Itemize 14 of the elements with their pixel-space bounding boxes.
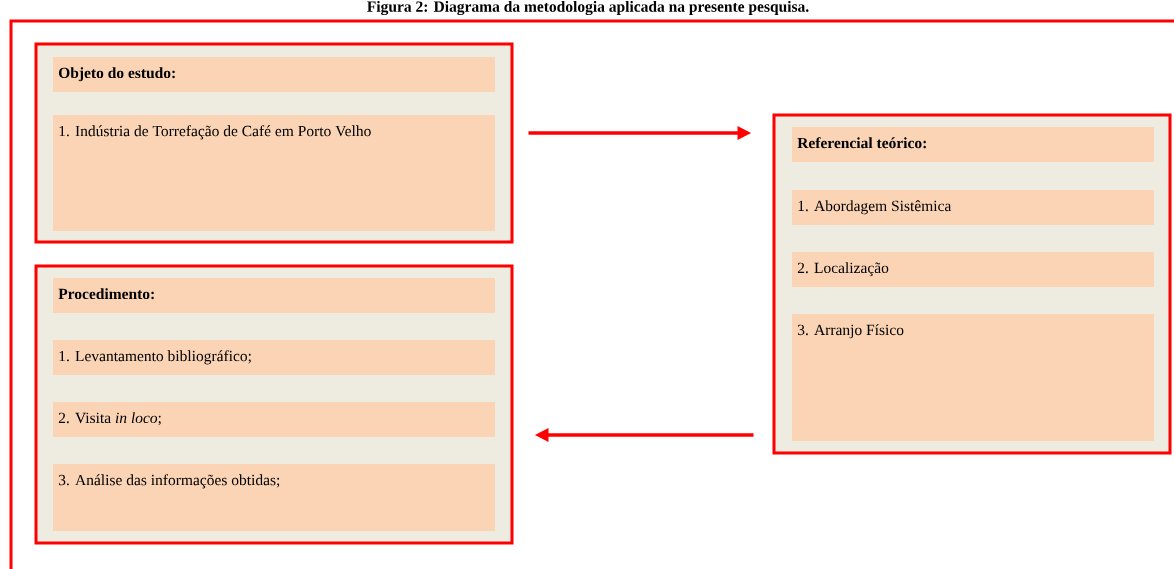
item-band: 1. Indústria de Torrefação de Café em Porto Velho [53, 115, 495, 231]
item-band: 1. Abordagem Sistêmica [792, 190, 1154, 225]
figure-title: Figura 2: Diagrama da metodologia aplicada na presente pesquisa. [367, 0, 809, 16]
item-band: 2. Visita in loco; [53, 402, 495, 437]
item-band: 1. Levantamento bibliográfico; [53, 340, 495, 375]
heading-band: Referencial teórico: [792, 127, 1154, 162]
item-band: 3. Análise das informações obtidas; [53, 464, 495, 531]
panel-box [34, 264, 514, 545]
heading-band: Objeto do estudo: [53, 57, 495, 92]
item-band: 3. Arranjo Físico [792, 314, 1154, 441]
heading-band: Procedimento: [53, 278, 495, 313]
item-band: 2. Localização [792, 252, 1154, 287]
panel-box [772, 113, 1172, 455]
panel-box [34, 42, 514, 244]
